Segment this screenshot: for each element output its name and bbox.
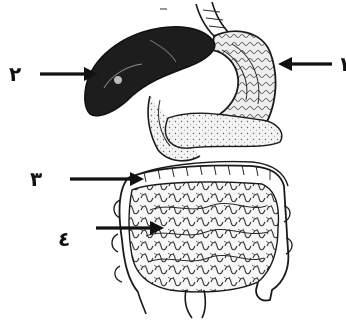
small-intestine	[129, 182, 278, 292]
label-3-group: ٣	[30, 167, 144, 191]
label-2-group: ٢	[9, 62, 98, 86]
label-1-group: ١	[278, 52, 346, 76]
label-4-text: ٤	[58, 227, 70, 251]
label-2-text: ٢	[9, 62, 21, 86]
label-3-text: ٣	[30, 167, 42, 191]
rectum	[185, 290, 205, 318]
label-1-text: ١	[338, 52, 346, 76]
label-1-arrow-head	[278, 57, 292, 71]
